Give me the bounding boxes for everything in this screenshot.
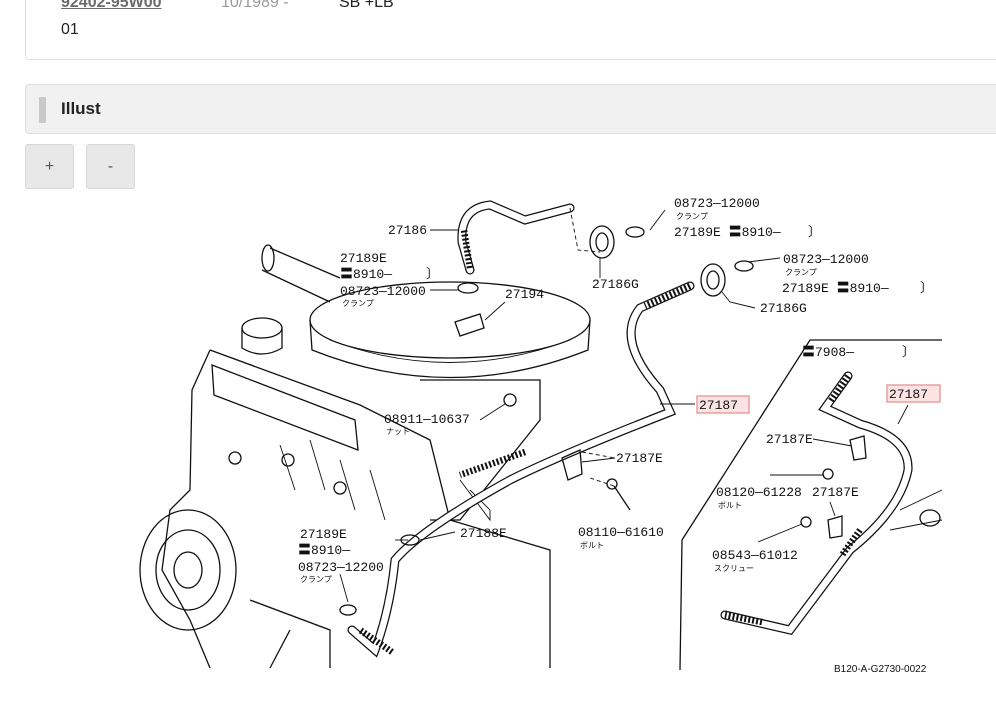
part-labels: 27186 08723—12000 クランプ 27189E 〓8910— 〕 2… [298, 196, 941, 675]
label-bracket-end-b: 〕 [920, 281, 933, 296]
label-bracket-end-c: 〕 [426, 267, 439, 282]
part-quantity: 01 [61, 21, 79, 38]
label-27187-side-highlight[interactable]: 27187 [886, 384, 941, 403]
label-27187-main: 27187 [699, 398, 738, 413]
label-27189E-c: 27189E [340, 251, 387, 266]
label-bracket-end-d: 〕 [902, 345, 915, 360]
label-bracket-end-a: 〕 [808, 225, 821, 240]
label-27187E-c: 27187E [812, 485, 859, 500]
label-27187E-b: 27187E [766, 432, 813, 447]
label-8910-d: 〓8910— [298, 543, 350, 558]
label-27189E-b: 27189E 〓8910— [782, 281, 889, 296]
zoom-out-button[interactable]: - [86, 144, 135, 189]
label-27187E-a: 27187E [616, 451, 663, 466]
label-screw: スクリュー [714, 564, 754, 573]
label-08911: 08911—10637 [384, 412, 470, 427]
label-08543: 08543—61012 [712, 548, 798, 563]
label-27194: 27194 [505, 287, 544, 302]
engine-drawing [139, 244, 943, 671]
label-27187-main-highlight[interactable]: 27187 [696, 395, 750, 414]
label-27189E-d: 27189E [300, 527, 347, 542]
section-accent-bar [39, 97, 46, 123]
label-27189E-a: 27189E 〓8910— [674, 225, 781, 240]
label-08120: 08120—61228 [716, 485, 802, 500]
leader-lines [339, 209, 909, 603]
label-bolt-a: ボルト [718, 501, 742, 510]
label-bolt-b: ボルト [580, 541, 604, 550]
label-08723-a: 08723—12000 [674, 196, 760, 211]
label-27186G-b: 27186G [760, 301, 807, 316]
label-27187-side: 27187 [889, 387, 928, 402]
label-27188E: 27188E [460, 526, 507, 541]
hoses [347, 200, 913, 658]
label-7908: 〓7908— [802, 345, 854, 360]
label-clamp-c: クランプ [342, 299, 374, 308]
zoom-in-button[interactable]: + [25, 144, 74, 189]
part-row: 92402-95W00 10/1989 - SB +LB 01 [25, 0, 996, 60]
section-title: Illust [61, 99, 101, 118]
label-clamp-b: クランプ [785, 268, 817, 277]
label-27186G-a: 27186G [592, 277, 639, 292]
parts-illustration[interactable]: 27186 08723—12000 クランプ 27189E 〓8910— 〕 2… [130, 190, 996, 690]
label-08723-d: 08723—12200 [298, 560, 384, 575]
label-clamp-a: クランプ [676, 212, 708, 221]
illustration-section-header: Illust [25, 84, 996, 134]
label-08723-b: 08723—12000 [783, 252, 869, 267]
label-08110: 08110—61610 [578, 525, 664, 540]
label-clamp-d: クランプ [300, 575, 332, 584]
label-nut: ナット [386, 427, 410, 436]
part-date: 10/1989 - [221, 0, 289, 11]
label-8910-c: 〓8910— [340, 267, 392, 282]
diagram-code: B120-A-G2730-0022 [834, 664, 927, 675]
label-27186: 27186 [388, 223, 427, 238]
part-number-link[interactable]: 92402-95W00 [61, 0, 162, 11]
components [339, 207, 867, 616]
label-08723-c: 08723—12000 [340, 284, 426, 299]
part-spec: SB +LB [339, 0, 394, 11]
